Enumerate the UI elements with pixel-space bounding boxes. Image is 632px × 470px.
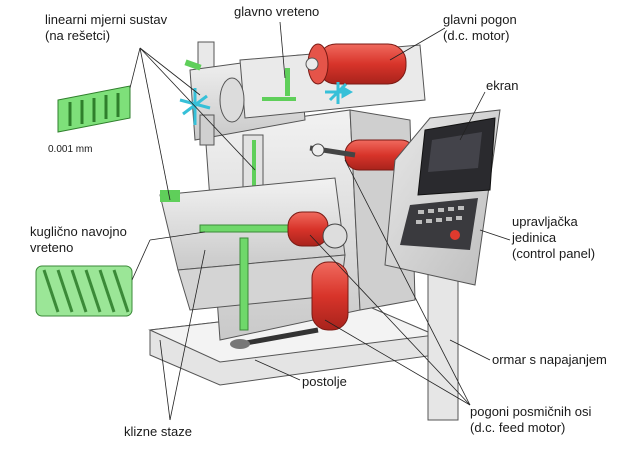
label-control-unit: upravljačka jedinica (control panel): [512, 214, 595, 262]
label-screen: ekran: [486, 78, 519, 93]
label-scale-value: 0.001 mm: [48, 144, 93, 155]
ball-screw-icon: [35, 265, 133, 317]
label-control-unit-line3: (control panel): [512, 246, 596, 261]
label-power-cabinet: ormar s napajanjem: [492, 352, 607, 367]
label-linear-scale: linearni mjerni sustav (na rešetci): [45, 12, 167, 44]
label-feed-drives: pogoni posmičnih osi (d.c. feed motor): [470, 404, 591, 436]
z-feed-motor: [230, 261, 349, 349]
leader-lines: [129, 21, 511, 421]
label-linear-scale-line1: linearni mjerni sustav: [45, 12, 168, 27]
label-main-drive-line2: (d.c. motor): [443, 28, 510, 43]
label-ball-screw-line1: kuglično navojno: [30, 224, 127, 239]
main-drive-motor: [305, 43, 407, 85]
label-control-unit-line2: jedinica: [512, 230, 557, 245]
axis-arrows: [179, 82, 354, 125]
machine-table: [159, 177, 346, 331]
label-control-unit-line1: upravljačka: [512, 214, 578, 229]
quill-scale: [252, 140, 256, 195]
label-main-drive: glavni pogon (d.c. motor): [443, 12, 517, 44]
label-base: postolje: [302, 374, 347, 389]
label-feed-drives-line2: (d.c. feed motor): [470, 420, 566, 435]
linear-scale-icon: [57, 85, 131, 133]
label-spindle: glavno vreteno: [234, 4, 320, 19]
label-ball-screw-line2: vreteno: [30, 240, 74, 255]
label-main-drive-line1: glavni pogon: [443, 12, 517, 27]
label-slideways: klizne staze: [124, 424, 192, 439]
label-feed-drives-line1: pogoni posmičnih osi: [470, 404, 592, 419]
label-linear-scale-line2: (na rešetci): [45, 28, 111, 43]
label-ball-screw: kuglično navojno vreteno: [30, 224, 127, 256]
control-cabinet: [384, 109, 501, 421]
x-feed-motor: [287, 211, 348, 249]
